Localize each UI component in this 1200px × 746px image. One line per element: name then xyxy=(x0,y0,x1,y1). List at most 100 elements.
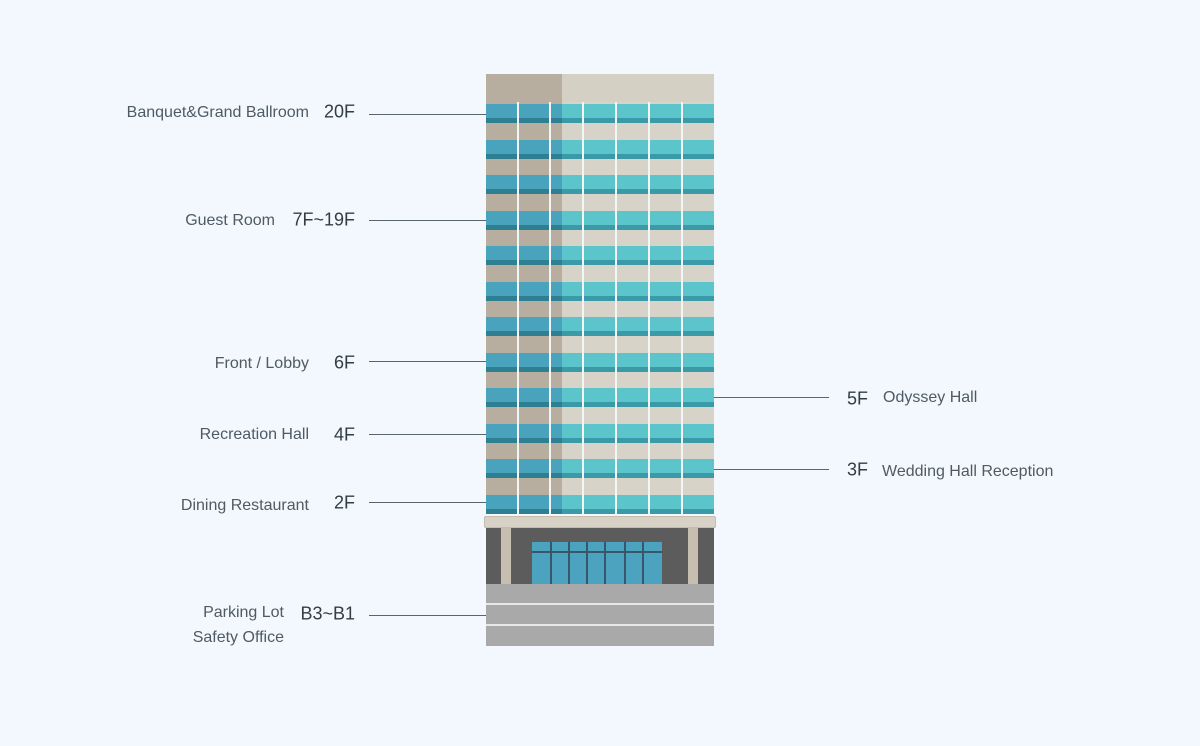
window-pane xyxy=(562,331,714,336)
window-pane xyxy=(562,246,714,260)
floor-name-banquet: Banquet&Grand Ballroom xyxy=(126,104,309,121)
window-pane xyxy=(486,494,562,509)
leader-line-3f xyxy=(714,469,829,470)
entrance-door-divider xyxy=(624,542,626,584)
window-mullion xyxy=(615,102,617,514)
floor-name-parking-lot: Parking Lot xyxy=(203,604,284,621)
lobby-pillar xyxy=(688,528,698,584)
floor-number-3f: 3F xyxy=(847,459,869,480)
window-row xyxy=(486,423,714,443)
window-row xyxy=(486,388,714,407)
floor-number-2f: 2F xyxy=(333,492,355,513)
window-pane xyxy=(486,402,562,407)
window-pane xyxy=(486,366,562,372)
window-pane xyxy=(562,260,714,265)
tower-facade xyxy=(486,102,714,514)
window-pane xyxy=(486,118,562,123)
floor-number-7f-19f: 7F~19F xyxy=(292,209,355,230)
parking-level-line xyxy=(486,603,714,605)
leader-line-7f-19f xyxy=(369,220,486,221)
window-pane xyxy=(562,423,714,438)
floor-name-recreation-hall: Recreation Hall xyxy=(199,426,309,443)
window-mullion xyxy=(549,102,551,514)
window-pane xyxy=(486,508,562,514)
parking-base xyxy=(486,584,714,646)
leader-line-b3-b1 xyxy=(369,615,486,616)
window-pane xyxy=(486,139,562,154)
window-row xyxy=(486,317,714,336)
window-pane xyxy=(562,437,714,443)
window-pane xyxy=(486,281,562,296)
window-pane xyxy=(486,295,562,301)
entrance-door-divider xyxy=(550,542,552,584)
floor-number-4f: 4F xyxy=(333,424,355,445)
lobby-pillar xyxy=(501,528,511,584)
ground-lobby xyxy=(486,528,714,584)
window-pane xyxy=(562,210,714,225)
window-pane xyxy=(562,118,714,123)
window-pane xyxy=(486,246,562,260)
window-pane xyxy=(562,388,714,402)
window-pane xyxy=(486,388,562,402)
leader-line-20f xyxy=(369,114,486,115)
floor-number-5f: 5F xyxy=(847,388,869,409)
window-row xyxy=(486,281,714,301)
leader-line-6f xyxy=(369,361,486,362)
window-pane xyxy=(562,295,714,301)
window-mullion xyxy=(648,102,650,514)
window-mullion xyxy=(517,102,519,514)
entrance-canopy xyxy=(484,516,716,528)
floor-name-guest-room: Guest Room xyxy=(185,212,275,229)
window-pane xyxy=(562,352,714,367)
floor-number-6f: 6F xyxy=(333,352,355,373)
entrance-door-divider xyxy=(604,542,606,584)
window-row xyxy=(486,459,714,478)
window-pane xyxy=(562,153,714,159)
floor-number-b3-b1: B3~B1 xyxy=(300,603,355,624)
tower-lit-wall xyxy=(562,102,714,514)
window-pane xyxy=(562,366,714,372)
window-row xyxy=(486,494,714,514)
window-pane xyxy=(486,331,562,336)
floor-name-odyssey-hall: Odyssey Hall xyxy=(883,389,978,406)
floor-number-20f: 20F xyxy=(323,101,355,122)
window-pane xyxy=(562,139,714,154)
leader-line-4f xyxy=(369,434,486,435)
window-pane xyxy=(486,210,562,225)
entrance-glass-doors xyxy=(532,542,662,584)
floor-name-wedding-hall-reception: Wedding Hall Reception xyxy=(882,463,1054,480)
window-pane xyxy=(486,459,562,473)
window-pane xyxy=(562,317,714,331)
leader-line-5f xyxy=(714,397,829,398)
roof-dark-section xyxy=(486,74,562,102)
window-pane xyxy=(562,224,714,230)
window-pane xyxy=(562,175,714,189)
window-pane xyxy=(486,352,562,367)
entrance-transom xyxy=(532,551,662,553)
window-row xyxy=(486,352,714,372)
window-mullion xyxy=(582,102,584,514)
window-pane xyxy=(486,473,562,478)
window-pane xyxy=(562,459,714,473)
window-pane xyxy=(562,402,714,407)
window-pane xyxy=(486,437,562,443)
window-row xyxy=(486,175,714,194)
floor-name-safety-office: Safety Office xyxy=(192,629,284,646)
window-pane xyxy=(486,260,562,265)
entrance-door-divider xyxy=(642,542,644,584)
building-illustration xyxy=(484,74,716,646)
window-pane xyxy=(562,281,714,296)
window-pane xyxy=(562,104,714,118)
window-pane xyxy=(486,189,562,194)
window-row xyxy=(486,139,714,159)
window-pane xyxy=(486,224,562,230)
window-pane xyxy=(562,189,714,194)
entrance-door-divider xyxy=(568,542,570,584)
floor-name-dining-restaurant: Dining Restaurant xyxy=(180,497,309,514)
window-pane xyxy=(486,153,562,159)
window-row xyxy=(486,210,714,230)
window-pane xyxy=(486,423,562,438)
window-pane xyxy=(486,317,562,331)
roof-light-section xyxy=(562,74,714,102)
